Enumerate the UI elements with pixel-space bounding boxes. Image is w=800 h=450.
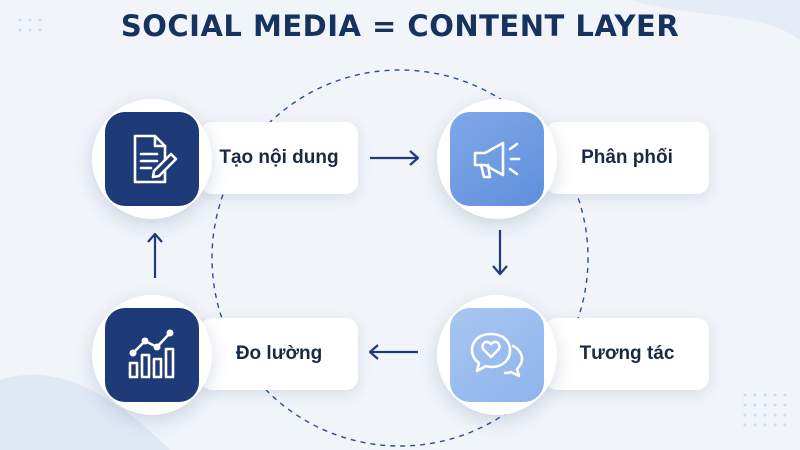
- step-card: Phân phối: [545, 122, 709, 194]
- document-pen-icon: [105, 112, 199, 206]
- step-label: Tương tác: [579, 343, 675, 364]
- step-label: Phân phối: [581, 147, 673, 168]
- arrow-up-icon: [147, 232, 163, 278]
- step-icon-ring: [92, 99, 212, 219]
- step-icon-ring: [437, 295, 557, 415]
- chat-heart-icon: [450, 308, 544, 402]
- megaphone-icon: [450, 112, 544, 206]
- arrow-left-icon: [368, 344, 418, 360]
- step-card: Tạo nội dung: [200, 122, 358, 194]
- page-title: SOCIAL MEDIA = CONTENT LAYER: [120, 9, 680, 43]
- step-icon-ring: [437, 99, 557, 219]
- step-card: Tương tác: [545, 318, 709, 390]
- bar-chart-trend-icon: [105, 308, 199, 402]
- step-card: Đo lường: [200, 318, 358, 390]
- arrow-right-icon: [370, 150, 420, 166]
- step-label: Đo lường: [235, 343, 323, 364]
- step-label: Tạo nội dung: [219, 147, 339, 168]
- arrow-down-icon: [492, 230, 508, 276]
- step-icon-ring: [92, 295, 212, 415]
